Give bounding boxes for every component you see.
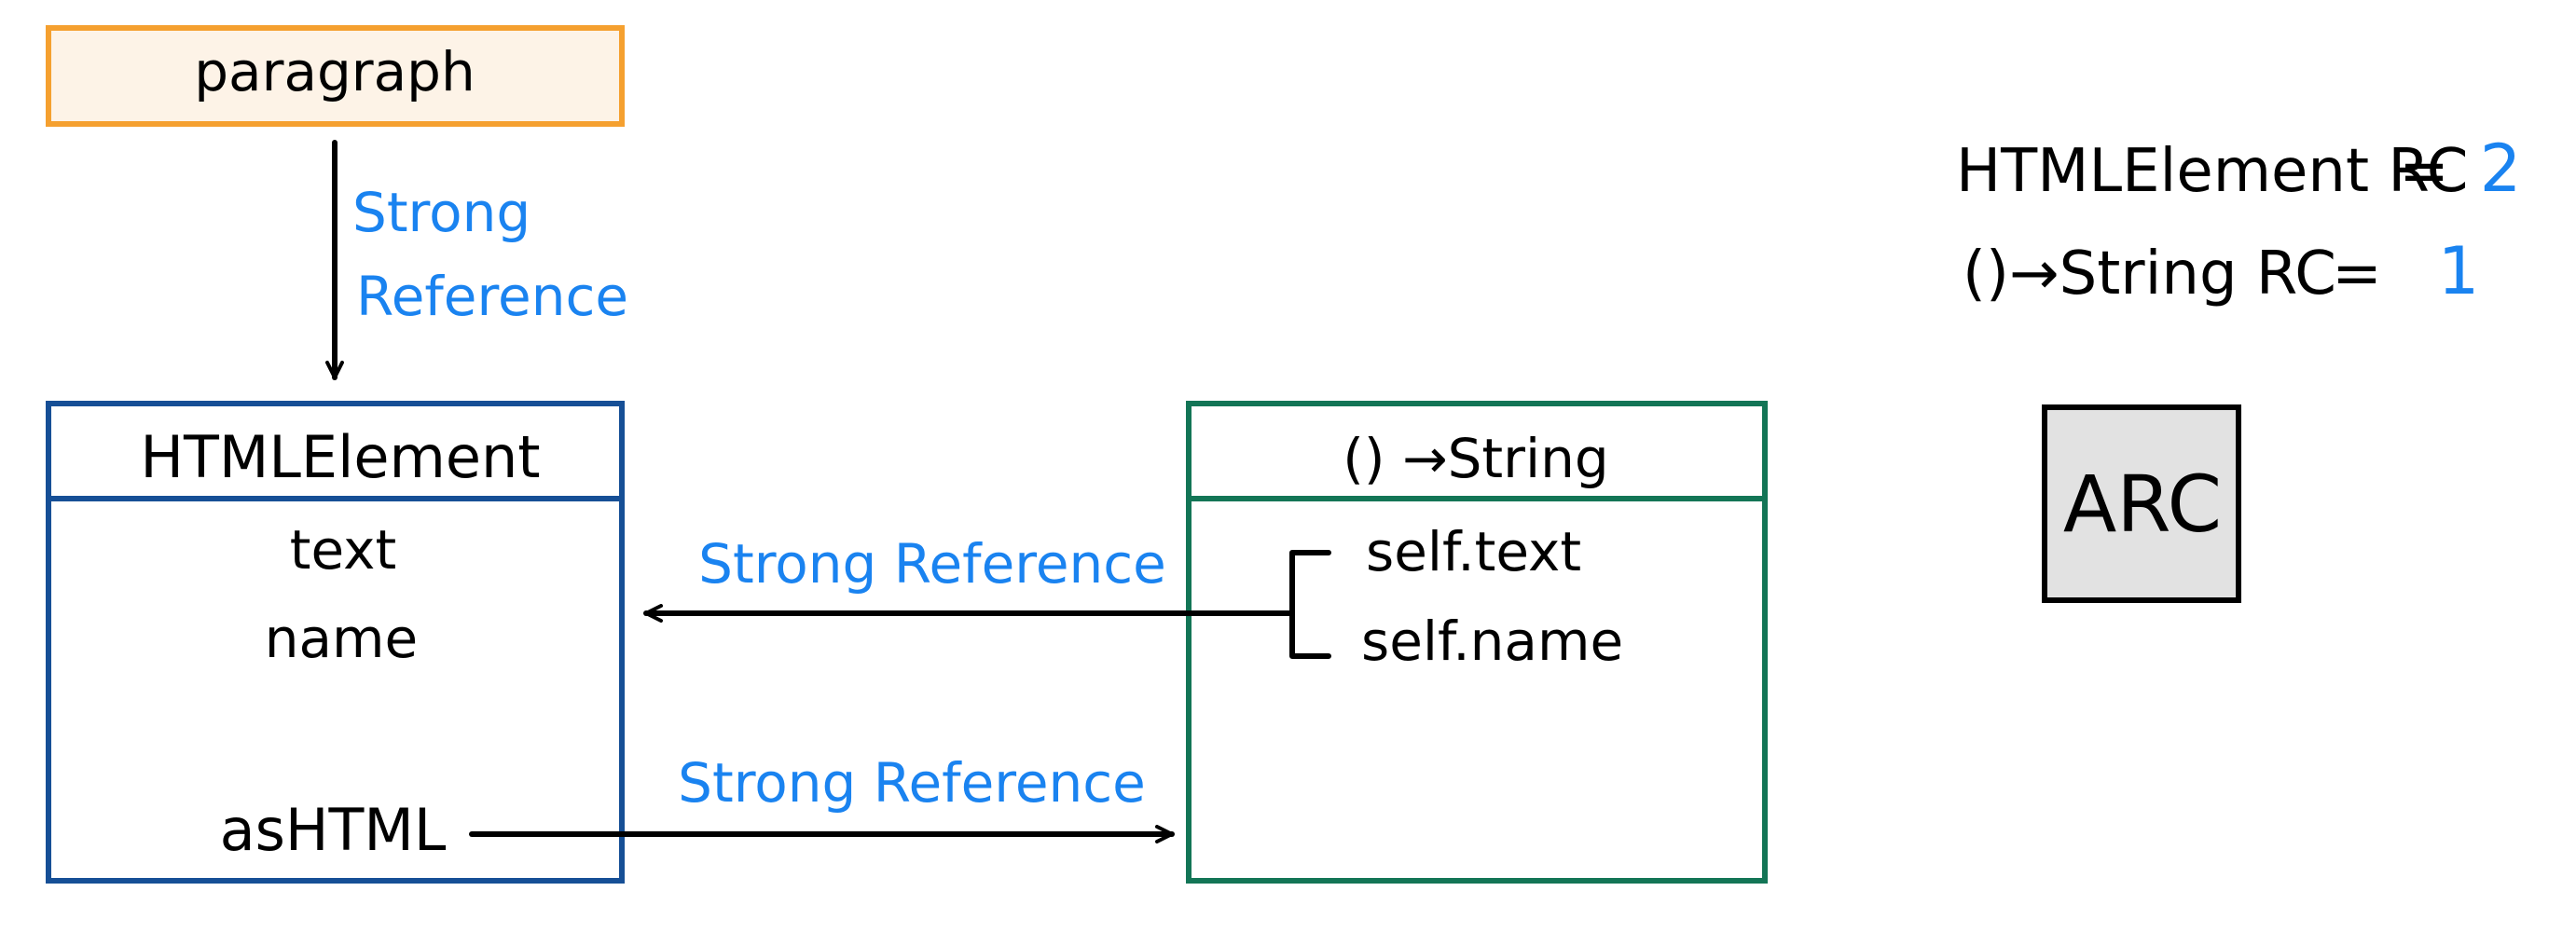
arc-badge-box [2042,404,2241,603]
closure-capture-self-text: self.text [1366,520,1581,583]
element-to-closure-label: Strong Reference [678,751,1146,815]
rc-closure-name: ()→String RC [1963,240,2336,308]
paragraph-arrow-label-line1: Strong [352,181,530,244]
paragraph-to-element-arrow: Strong Reference [325,140,628,380]
rc-htmlelement-equals: = [2399,137,2449,206]
closure-to-element-arrow: Strong Reference [643,532,1295,623]
paragraph-arrow-label-line2: Reference [356,265,628,328]
arc-badge-label: ARC [2063,459,2222,550]
html-element-title: HTMLElement [140,423,540,491]
rc-closure-equals: = [2332,240,2382,308]
closure-box [1186,401,1768,884]
closure-title: () →String [1343,427,1608,490]
rc-htmlelement-value: 2 [2480,130,2522,207]
closure-to-element-label: Strong Reference [698,532,1166,596]
html-element-method-ashtml: asHTML [220,796,447,864]
html-element-property-text: text [290,518,396,582]
closure-node: () →String self.text self.name [1186,401,1768,884]
element-to-closure-arrow: Strong Reference [469,751,1175,843]
html-element-node: HTMLElement text name asHTML [46,401,625,884]
reference-counts: HTMLElement RC = 2 ()→String RC = 1 [1956,130,2521,309]
closure-capture-self-name: self.name [1361,610,1623,673]
html-element-property-name: name [265,607,418,670]
arc-badge: ARC [2042,404,2241,603]
html-element-box [46,401,625,884]
paragraph-node: paragraph [46,25,625,127]
rc-closure-value: 1 [2438,233,2480,309]
rc-htmlelement-name: HTMLElement RC [1956,137,2468,206]
paragraph-label: paragraph [194,40,475,103]
closure-capture-bracket [1289,550,1331,659]
paragraph-box [46,25,625,127]
